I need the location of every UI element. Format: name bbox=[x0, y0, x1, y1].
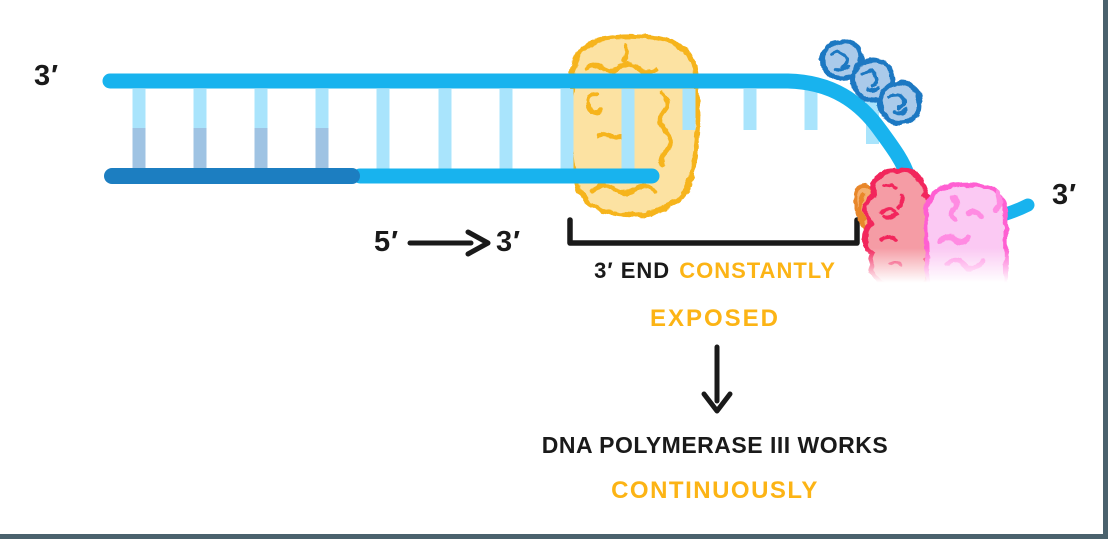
highlight-blob-texture bbox=[585, 90, 604, 115]
base-pair-rung bbox=[499, 89, 513, 170]
red-protein-texture bbox=[882, 182, 898, 190]
polymerase-texture bbox=[948, 194, 960, 222]
highlight-blob-texture bbox=[583, 61, 659, 75]
label-direction-3-prime: 3′ bbox=[496, 226, 522, 258]
caption-black-part: 3′ END bbox=[594, 258, 671, 283]
ssb-protein-texture bbox=[834, 64, 850, 71]
ssb-protein bbox=[877, 80, 923, 126]
base-pair-rung bbox=[315, 89, 329, 128]
bracket bbox=[567, 217, 860, 246]
conclusion-line2: CONTINUOUSLY bbox=[611, 477, 819, 504]
label-right-3-prime: 3′ bbox=[1052, 179, 1078, 211]
ssb-protein-texture bbox=[887, 92, 907, 111]
base-pair-rung bbox=[438, 89, 452, 170]
base-pair-rungs bbox=[132, 89, 879, 170]
base-pair-rung bbox=[254, 89, 268, 128]
highlight-blob-texture bbox=[621, 42, 630, 63]
ssb-protein-texture bbox=[865, 85, 881, 92]
ssb-protein-texture bbox=[892, 108, 908, 115]
red-protein-texture bbox=[878, 207, 899, 220]
polymerase-texture bbox=[992, 190, 1003, 214]
red-protein-texture bbox=[880, 235, 898, 242]
base-pair-rung bbox=[193, 128, 207, 170]
bracket-caption-line2: EXPOSED bbox=[649, 305, 781, 332]
down-arrow bbox=[701, 344, 733, 414]
ssb-protein bbox=[820, 38, 864, 82]
highlight-blob-texture bbox=[589, 183, 659, 196]
conclusion-line1: DNA POLYMERASE III WORKS bbox=[541, 432, 889, 458]
caption-yellow-part: CONSTANTLY bbox=[679, 258, 836, 283]
highlight-blob-texture bbox=[595, 130, 627, 141]
polymerase-texture bbox=[937, 234, 971, 245]
base-pair-rung bbox=[254, 128, 268, 170]
ssb-protein-texture bbox=[860, 69, 880, 88]
red-protein-texture bbox=[897, 194, 905, 210]
base-pair-rung bbox=[376, 89, 390, 170]
frame-bottom-edge bbox=[0, 534, 1108, 539]
base-pair-rung bbox=[621, 89, 635, 170]
highlight-blob-texture bbox=[658, 90, 673, 169]
base-pair-rung bbox=[132, 89, 146, 128]
base-pair-rung bbox=[560, 89, 574, 170]
label-direction-5-prime: 5′ bbox=[374, 226, 400, 258]
template-strand-top bbox=[102, 73, 916, 185]
direction-arrow-head bbox=[465, 229, 491, 257]
ssb-proteins bbox=[820, 38, 923, 126]
down-arrow-head bbox=[701, 391, 733, 414]
base-pair-rung bbox=[193, 89, 207, 128]
ssb-protein-texture bbox=[830, 49, 850, 68]
unpaired-base-rung bbox=[804, 89, 818, 130]
orange-protein-texture bbox=[858, 192, 866, 222]
base-pair-rung bbox=[132, 128, 146, 170]
polymerase-texture bbox=[965, 208, 985, 219]
unpaired-base-rung bbox=[743, 89, 757, 130]
unpaired-base-rung bbox=[682, 89, 696, 130]
label-top-left-3-prime: 3′ bbox=[34, 60, 60, 92]
bracket-caption-line1: 3′ END CONSTANTLY bbox=[499, 258, 931, 284]
frame-right-edge bbox=[1103, 0, 1108, 539]
direction-arrow bbox=[407, 229, 491, 257]
protein-fade-mask bbox=[843, 248, 1025, 296]
base-pair-rung bbox=[315, 128, 329, 170]
